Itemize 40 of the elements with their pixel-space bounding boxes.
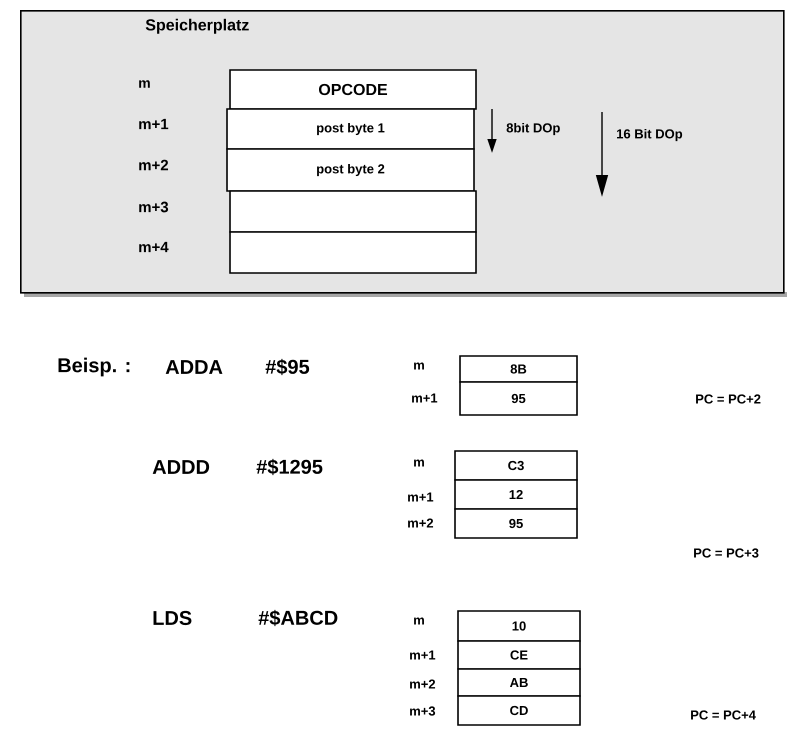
memory-cell: 10: [457, 610, 581, 642]
address-label: m+3: [139, 202, 168, 212]
example-label: Beisp. :: [58, 358, 130, 376]
pc-formula: PC = PC+2: [696, 394, 760, 404]
address-label: m+2: [139, 160, 168, 170]
address-label: m: [139, 80, 150, 88]
arrow-label: 8bit DOp: [506, 122, 560, 136]
memory-cell: OPCODE: [229, 69, 477, 110]
address-label: m+1: [410, 650, 436, 660]
arrow-label: 16 Bit DOp: [617, 128, 682, 142]
memory-cell: C3: [454, 450, 578, 481]
memory-cell: CE: [457, 640, 581, 670]
memory-cell: CD: [457, 695, 581, 726]
instruction-label: ADDD: [152, 460, 210, 474]
address-label: m+1: [412, 394, 438, 402]
operand-label: #$95: [266, 358, 310, 376]
memory-cell: 8B: [459, 355, 578, 383]
address-label: m+2: [410, 679, 436, 689]
address-label: m: [414, 618, 424, 624]
memory-cell: [229, 231, 477, 274]
memory-cell: 95: [454, 508, 578, 539]
memory-cell: 95: [459, 381, 578, 416]
address-label: m+1: [408, 492, 434, 502]
operand-label: #$1295: [256, 458, 322, 476]
instruction-label: ADDA: [166, 360, 222, 374]
address-label: m+3: [410, 706, 436, 716]
address-label: m+1: [139, 118, 168, 130]
address-label: m: [414, 460, 424, 466]
address-label: m+2: [408, 518, 434, 528]
address-label: m+4: [139, 242, 169, 252]
operand-label: #$ABCD: [258, 610, 338, 626]
memory-cell: post byte 2: [226, 148, 475, 192]
memory-cell: AB: [457, 668, 581, 697]
memory-cell: [229, 190, 477, 233]
pc-formula: PC = PC+4: [691, 710, 756, 720]
instruction-label: LDS: [154, 610, 192, 626]
memory-cell: post byte 1: [226, 108, 475, 150]
address-label: m: [414, 362, 424, 370]
memory-cell: 12: [454, 479, 578, 510]
pc-formula: PC = PC+3: [694, 548, 758, 558]
